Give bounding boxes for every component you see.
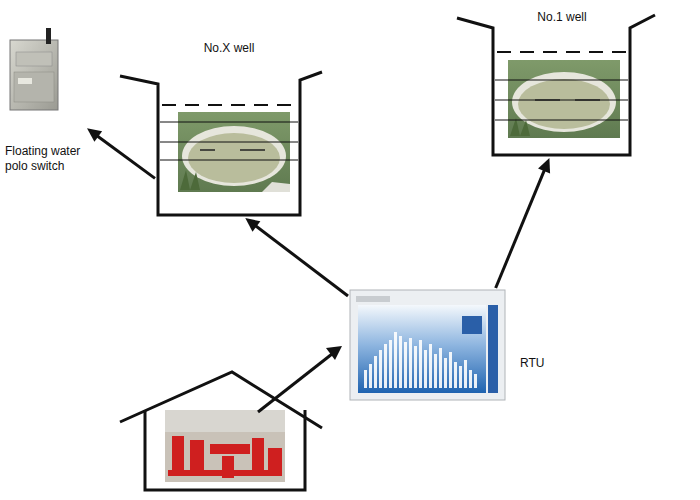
house-arrow	[258, 346, 342, 412]
node-label: Floating water polo switch	[5, 144, 87, 174]
pump-house	[120, 372, 322, 490]
rtu-device	[350, 290, 505, 400]
arrow-head	[245, 218, 260, 232]
connector-line	[255, 225, 348, 296]
connector-line	[496, 169, 545, 288]
switch-photo	[10, 28, 58, 110]
node-label: No.1 well	[492, 10, 632, 25]
rtu-node: RTU	[348, 288, 562, 402]
well-node: No.X well	[155, 38, 303, 218]
arrow-head	[538, 158, 550, 173]
arrow-connector	[87, 128, 155, 178]
arrow-connector	[245, 218, 348, 296]
well-node: No.1 well	[492, 6, 632, 158]
arrow-head	[87, 128, 102, 142]
switch-node: Floating water polo switch	[3, 36, 87, 178]
arrow-connector	[496, 158, 550, 288]
node-label: RTU	[520, 356, 562, 371]
well-1-outline	[457, 15, 655, 155]
node-label: No.X well	[155, 41, 303, 56]
well-x-outline	[120, 72, 322, 215]
connector-line	[97, 135, 155, 178]
